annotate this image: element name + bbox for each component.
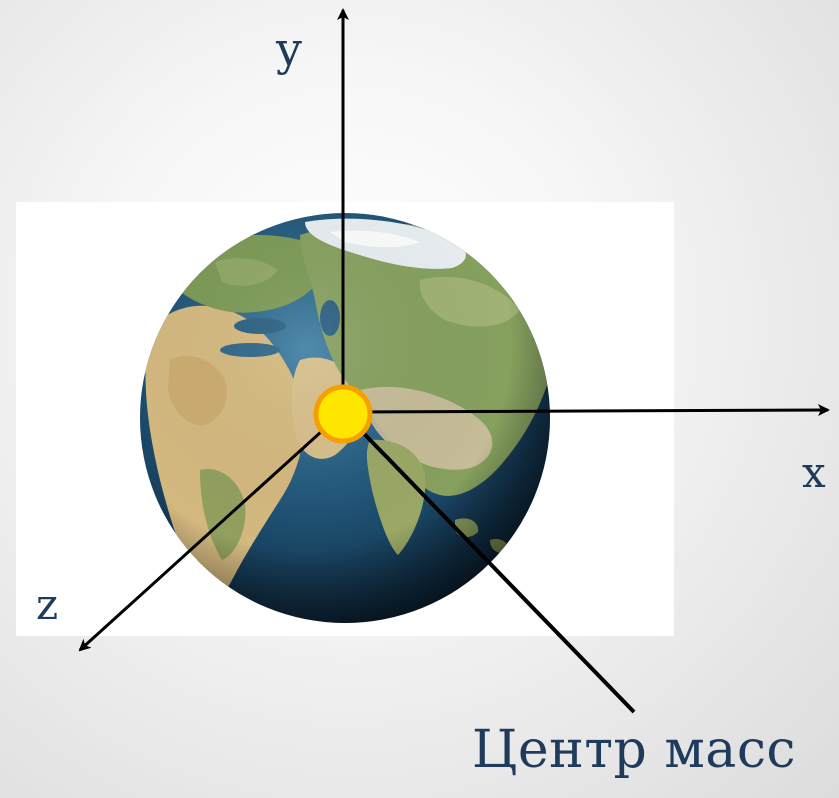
z-axis-arrow xyxy=(78,410,345,652)
x-axis-label: x xyxy=(802,448,826,497)
x-axis-arrow xyxy=(342,404,830,417)
center-of-mass-label: Центр масс xyxy=(472,720,797,780)
center-of-mass-leader-line xyxy=(341,410,636,714)
center-of-mass-dot-icon xyxy=(313,384,373,444)
y-axis-label: y xyxy=(276,22,302,76)
z-axis-label: z xyxy=(36,580,59,629)
